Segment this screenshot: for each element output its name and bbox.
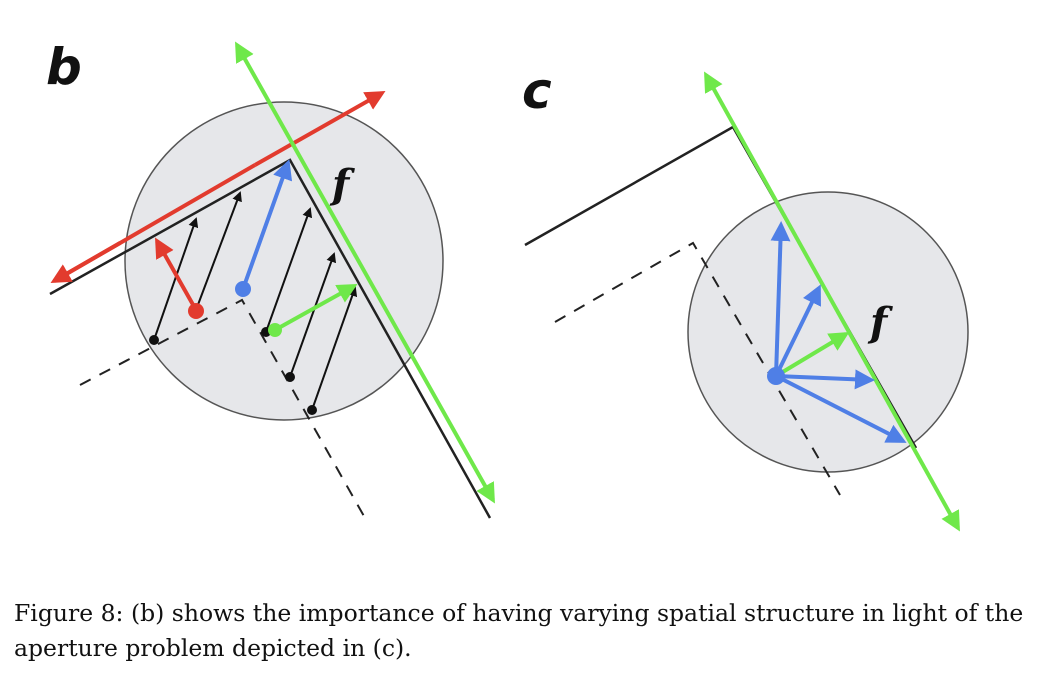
panel-b-red-normal-arrow	[155, 237, 198, 311]
motion-origin-dot	[307, 405, 317, 415]
motion-arrow	[153, 217, 199, 341]
panel-c-label: c	[522, 62, 552, 120]
panel-b-green-line	[235, 41, 495, 504]
panel-c-blue-arrows	[770, 221, 907, 443]
panel-b-red-edge-arrow-left	[50, 241, 121, 283]
panel-c-blue-dot	[767, 367, 785, 385]
panel-b-blue-dot	[235, 281, 251, 297]
panel-c-green-line	[704, 71, 960, 532]
blue-candidate-arrow	[775, 369, 875, 390]
panel-b-label: b	[46, 38, 82, 96]
panel-b-green-dot	[268, 323, 282, 337]
panel-b-green-arrow	[274, 284, 358, 332]
aperture-diagram: b f	[46, 38, 969, 532]
blue-candidate-arrow	[770, 221, 791, 377]
panel-c-aperture-circle	[687, 191, 969, 473]
panel-b: b f	[46, 38, 495, 519]
figure-caption: Figure 8: (b) shows the importance of ha…	[14, 599, 1024, 662]
motion-arrow	[195, 191, 242, 311]
panel-b-red-dot	[188, 303, 204, 319]
blue-candidate-arrow	[774, 284, 821, 377]
motion-origin-dot	[149, 335, 159, 345]
panel-c-green-arrow	[774, 331, 850, 378]
blue-candidate-arrow	[775, 374, 907, 443]
panel-c: c f	[522, 62, 969, 532]
motion-origin-dot	[285, 372, 295, 382]
panel-b-blue-arrow	[241, 159, 293, 290]
